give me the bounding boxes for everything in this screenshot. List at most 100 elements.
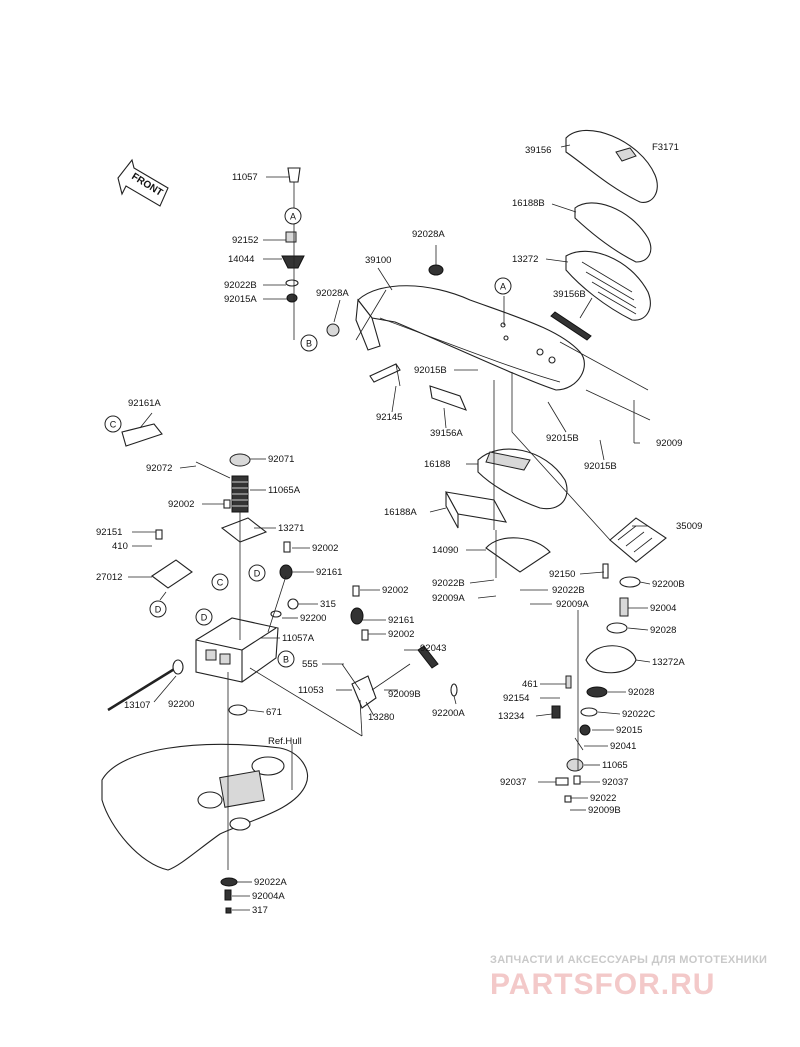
ref-circle-c2: C bbox=[211, 573, 229, 591]
valve-hardware-left bbox=[281, 167, 305, 303]
label-92004A: 92004A bbox=[252, 891, 285, 902]
bellows-11065A bbox=[229, 453, 251, 513]
part-labels: 39156 16188B 13272 39156B 92028A 39100 9… bbox=[96, 145, 702, 916]
label-315: 315 bbox=[320, 599, 336, 610]
label-92015B-r1: 92015B bbox=[546, 433, 579, 444]
ref-circle-c1: C bbox=[104, 415, 122, 433]
leader-lines bbox=[128, 144, 651, 911]
label-92022B-mid: 92022B bbox=[432, 578, 465, 589]
svg-text:D: D bbox=[201, 613, 208, 623]
label-92004: 92004 bbox=[650, 603, 676, 614]
label-92002-a: 92002 bbox=[168, 499, 194, 510]
hook-92145 bbox=[369, 363, 401, 387]
label-13272A: 13272A bbox=[652, 657, 685, 668]
label-92200-b: 92200 bbox=[168, 699, 194, 710]
label-92028-1: 92028 bbox=[650, 625, 676, 636]
hardware-bottom bbox=[220, 877, 238, 914]
label-555: 555 bbox=[302, 659, 318, 670]
label-92161-b: 92161 bbox=[388, 615, 414, 626]
svg-text:B: B bbox=[283, 655, 289, 665]
svg-text:B: B bbox=[306, 339, 312, 349]
label-13271: 13271 bbox=[278, 523, 304, 534]
bolt-92002-a bbox=[223, 499, 231, 509]
label-92041: 92041 bbox=[610, 741, 636, 752]
cap-92028A-top bbox=[428, 264, 444, 276]
box-11057A bbox=[195, 617, 279, 683]
label-92145: 92145 bbox=[376, 412, 402, 423]
cord-92072 bbox=[195, 461, 231, 479]
watermark-brand: PARTSFOR.RU bbox=[490, 968, 715, 1001]
label-11057: 11057 bbox=[232, 172, 258, 183]
svg-text:A: A bbox=[290, 212, 296, 222]
label-92009A-mid2: 92009A bbox=[556, 599, 589, 610]
label-92015B-r2: 92015B bbox=[584, 461, 617, 472]
strip-39156B bbox=[550, 311, 592, 341]
storage-16188 bbox=[477, 448, 568, 510]
ref-circle-d2: D bbox=[149, 600, 167, 618]
svg-text:C: C bbox=[110, 420, 117, 430]
label-92161A: 92161A bbox=[128, 398, 161, 409]
svg-text:A: A bbox=[500, 282, 506, 292]
ref-circle-d3: D bbox=[195, 608, 213, 626]
seat-frame-39100 bbox=[355, 285, 585, 391]
label-92022B-mid2: 92022B bbox=[552, 585, 585, 596]
label-92022C: 92022C bbox=[622, 709, 655, 720]
label-11057A: 11057A bbox=[282, 633, 315, 644]
svg-text:D: D bbox=[155, 605, 162, 615]
washer-92200A bbox=[450, 683, 458, 697]
label-92002-c: 92002 bbox=[382, 585, 408, 596]
ref-circle-a1: A bbox=[284, 207, 302, 225]
label-92022B-l: 92022B bbox=[224, 280, 257, 291]
handle-92161A bbox=[121, 423, 163, 447]
front-arrow: FRONT bbox=[117, 158, 169, 207]
bracket-35009 bbox=[609, 517, 667, 563]
label-461: 461 bbox=[522, 679, 538, 690]
label-11065A: 11065A bbox=[268, 485, 301, 496]
label-92043: 92043 bbox=[420, 643, 446, 654]
label-92015A: 92015A bbox=[224, 294, 257, 305]
label-92200B: 92200B bbox=[652, 579, 685, 590]
ref-circle-b2: B bbox=[277, 650, 295, 668]
storage-16188A bbox=[444, 491, 508, 529]
pad-39156A bbox=[429, 385, 467, 411]
label-39156B: 39156B bbox=[553, 289, 586, 300]
label-92015: 92015 bbox=[616, 725, 642, 736]
ref-circle-a2: A bbox=[494, 277, 512, 295]
label-14044: 14044 bbox=[228, 254, 254, 265]
tray-14090 bbox=[485, 537, 551, 573]
cable-92043 bbox=[417, 645, 439, 669]
label-92150: 92150 bbox=[549, 569, 575, 580]
label-13107: 13107 bbox=[124, 700, 150, 711]
label-410: 410 bbox=[112, 541, 128, 552]
label-13272: 13272 bbox=[512, 254, 538, 265]
label-13280: 13280 bbox=[368, 712, 394, 723]
seat-grip-13272 bbox=[565, 250, 651, 321]
ref-circle-d1: D bbox=[248, 564, 266, 582]
label-92151: 92151 bbox=[96, 527, 122, 538]
label-92028-2: 92028 bbox=[628, 687, 654, 698]
label-39156A: 39156A bbox=[430, 428, 463, 439]
label-13234: 13234 bbox=[498, 711, 524, 722]
label-35009: 35009 bbox=[676, 521, 702, 532]
label-16188: 16188 bbox=[424, 459, 450, 470]
label-92022: 92022 bbox=[590, 793, 616, 804]
label-671: 671 bbox=[266, 707, 282, 718]
cap-92028A-left bbox=[326, 323, 340, 337]
label-16188B: 16188B bbox=[512, 198, 545, 209]
label-ref-hull: Ref.Hull bbox=[268, 736, 302, 747]
ref-circle-b1: B bbox=[300, 334, 318, 352]
rod-13107 bbox=[107, 666, 177, 712]
label-11053: 11053 bbox=[298, 685, 324, 696]
label-92161-a: 92161 bbox=[316, 567, 342, 578]
svg-text:D: D bbox=[254, 569, 261, 579]
label-92072: 92072 bbox=[146, 463, 172, 474]
label-92037-l: 92037 bbox=[500, 777, 526, 788]
seat-cushion-16188B bbox=[574, 202, 652, 263]
watermark-subtitle: ЗАПЧАСТИ И АКСЕССУАРЫ ДЛЯ МОТОТЕХНИКИ bbox=[490, 954, 767, 966]
bolt-92151 bbox=[155, 529, 163, 540]
watermark: ЗАПЧАСТИ И АКСЕССУАРЫ ДЛЯ МОТОТЕХНИКИ PA… bbox=[490, 954, 767, 1001]
label-92037-r: 92037 bbox=[602, 777, 628, 788]
label-92200-a: 92200 bbox=[300, 613, 326, 624]
right-hardware bbox=[551, 563, 641, 803]
